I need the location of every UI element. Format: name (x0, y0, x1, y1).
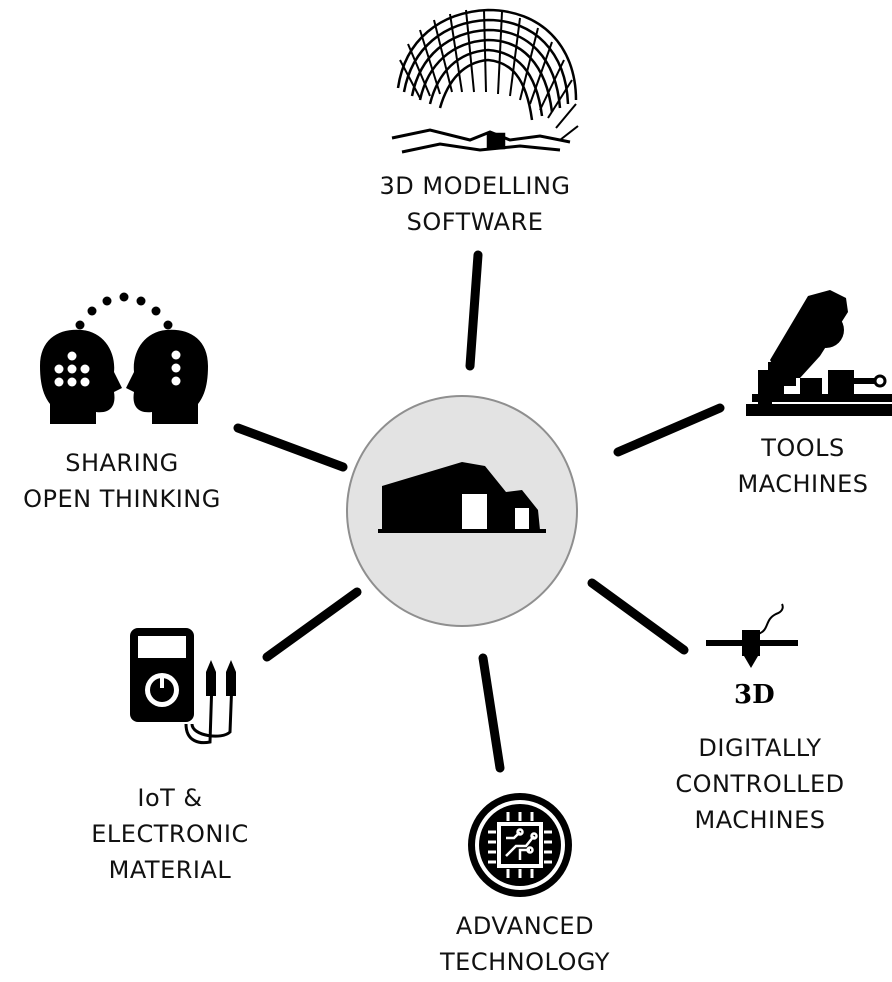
3d-printer-icon: 3D (706, 603, 798, 710)
label-line: MACHINES (694, 806, 826, 834)
label-line: DIGITALLY (698, 734, 822, 762)
label-line: SHARING (65, 449, 179, 477)
label-3d-modelling: 3D MODELLING SOFTWARE (350, 168, 600, 240)
label-advanced-technology: ADVANCED TECHNOLOGY (420, 908, 630, 980)
circuit-chip-icon (468, 793, 572, 897)
label-line: TECHNOLOGY (440, 948, 610, 976)
label-line: OPEN THINKING (23, 485, 221, 513)
label-line: TOOLS (761, 434, 845, 462)
svg-text:3D: 3D (734, 680, 775, 710)
connectors (233, 250, 725, 773)
label-tools-machines: TOOLS MACHINES (718, 430, 888, 502)
multimeter-icon (130, 628, 236, 745)
label-digitally-controlled: DIGITALLY CONTROLLED MACHINES (660, 730, 860, 838)
label-line: MACHINES (737, 470, 869, 498)
label-line: CONTROLLED (675, 770, 845, 798)
connector-3d-modelling (465, 250, 483, 371)
barn-building-icon (378, 462, 546, 533)
table-saw-icon (746, 290, 892, 416)
label-line: MATERIAL (108, 856, 232, 884)
label-line: SOFTWARE (406, 208, 544, 236)
connector-tools-machines (613, 403, 725, 457)
label-sharing: SHARING OPEN THINKING (2, 445, 242, 517)
connector-sharing (233, 423, 348, 472)
center-hub (346, 395, 578, 627)
label-line: 3D MODELLING (379, 172, 571, 200)
connector-iot-electronic (262, 587, 362, 662)
label-line: ELECTRONIC (91, 820, 249, 848)
label-iot-electronic: IoT & ELECTRONIC MATERIAL (70, 780, 270, 888)
two-heads-sharing-icon (40, 292, 208, 424)
connector-advanced-technology (478, 653, 505, 773)
label-line: ADVANCED (455, 912, 595, 940)
label-line: IoT & (137, 784, 203, 812)
connector-digitally-controlled (587, 578, 689, 655)
spiral-sculpture-icon (391, 8, 579, 154)
